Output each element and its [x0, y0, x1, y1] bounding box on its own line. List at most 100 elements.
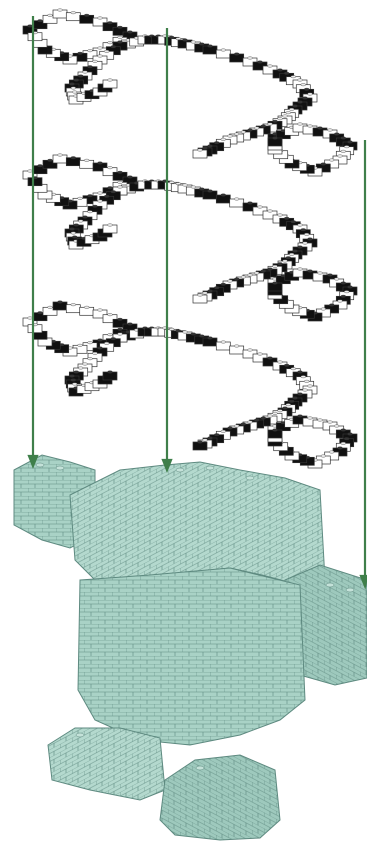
- ring-stud: [318, 272, 323, 274]
- path-stud: [199, 43, 204, 45]
- path-stud: [199, 335, 204, 337]
- ring-stud: [334, 425, 339, 427]
- path-stud: [258, 61, 263, 63]
- path-stud: [58, 9, 63, 11]
- path-stud: [128, 176, 133, 178]
- model-torso: [78, 568, 305, 745]
- tail-stud: [104, 50, 109, 52]
- tail-stud: [111, 338, 116, 340]
- ring-stud: [334, 278, 339, 280]
- path-stud: [248, 349, 253, 351]
- ring-stud: [341, 282, 346, 284]
- path-stud: [228, 280, 233, 282]
- ring-stud: [298, 123, 303, 125]
- tail-stud: [70, 83, 75, 85]
- path-stud: [298, 246, 303, 248]
- path-stud: [214, 434, 219, 436]
- ring-stud: [329, 304, 334, 306]
- tail-stud: [108, 79, 113, 81]
- ring-stud: [308, 417, 313, 419]
- tail-stud: [118, 186, 123, 188]
- tail-stud: [93, 60, 98, 62]
- path-stud: [301, 229, 306, 231]
- ring-stud: [328, 274, 333, 276]
- ring-stud: [348, 433, 353, 435]
- path-stud: [28, 317, 33, 319]
- tail-stud: [70, 375, 75, 377]
- path-stud: [268, 415, 273, 417]
- path-stud: [183, 331, 188, 333]
- path-stud: [254, 419, 259, 421]
- ring-stud: [341, 137, 346, 139]
- brick-layers: [23, 9, 357, 468]
- path-stud: [289, 253, 294, 255]
- path-stud: [84, 159, 89, 161]
- path-stud: [208, 45, 213, 47]
- ring-stud: [348, 141, 353, 143]
- path-stud: [214, 287, 219, 289]
- model-right-leg: [160, 755, 280, 840]
- path-stud: [98, 17, 103, 19]
- path-stud: [191, 41, 196, 43]
- path-stud: [84, 14, 89, 16]
- path-stud: [286, 257, 291, 259]
- path-stud: [293, 105, 298, 107]
- path-stud: [308, 238, 313, 240]
- path-stud: [71, 157, 76, 159]
- ring-stud: [329, 159, 334, 161]
- tail-stud: [111, 46, 116, 48]
- path-stud: [291, 76, 296, 78]
- tail-stud: [98, 200, 103, 202]
- path-stud: [98, 47, 103, 49]
- path-stud: [298, 393, 303, 395]
- path-stud: [283, 260, 288, 262]
- ring-stud: [298, 415, 303, 417]
- path-stud: [301, 376, 306, 378]
- ring-stud: [341, 150, 346, 152]
- path-stud: [303, 97, 308, 99]
- ring-stud: [338, 447, 343, 449]
- path-stud: [234, 278, 239, 280]
- ring-stud: [341, 442, 346, 444]
- ring-stud: [344, 146, 349, 148]
- tail-stud: [111, 191, 116, 193]
- tail-stud: [88, 358, 93, 360]
- path-stud: [261, 125, 266, 127]
- tail-stud: [88, 211, 93, 213]
- path-stud: [98, 192, 103, 194]
- path-stud: [208, 437, 213, 439]
- layer-bottom: [23, 301, 357, 468]
- ring-stud: [344, 438, 349, 440]
- path-stud: [278, 69, 283, 71]
- path-stud: [176, 38, 181, 40]
- path-stud: [234, 345, 239, 347]
- path-stud: [228, 135, 233, 137]
- ring-stud: [334, 133, 339, 135]
- tail-stud: [93, 205, 98, 207]
- path-stud: [304, 233, 309, 235]
- path-stud: [268, 123, 273, 125]
- ring-stud: [321, 163, 326, 165]
- path-stud: [84, 306, 89, 308]
- path-stud: [298, 101, 303, 103]
- path-stud: [248, 57, 253, 59]
- path-stud: [273, 265, 278, 267]
- path-stud: [198, 441, 203, 443]
- path-stud: [38, 165, 43, 167]
- tail-stud: [104, 195, 109, 197]
- ring-stud: [308, 125, 313, 127]
- path-stud: [298, 224, 303, 226]
- path-stud: [293, 250, 298, 252]
- ring-stud: [338, 300, 343, 302]
- path-stud: [221, 341, 226, 343]
- path-stud: [241, 131, 246, 133]
- path-stud: [284, 72, 289, 74]
- path-stud: [198, 149, 203, 151]
- path-stud: [128, 31, 133, 33]
- path-stud: [38, 312, 43, 314]
- assembled-model: [14, 455, 367, 840]
- path-stud: [221, 194, 226, 196]
- path-stud: [118, 318, 123, 320]
- path-stud: [273, 120, 278, 122]
